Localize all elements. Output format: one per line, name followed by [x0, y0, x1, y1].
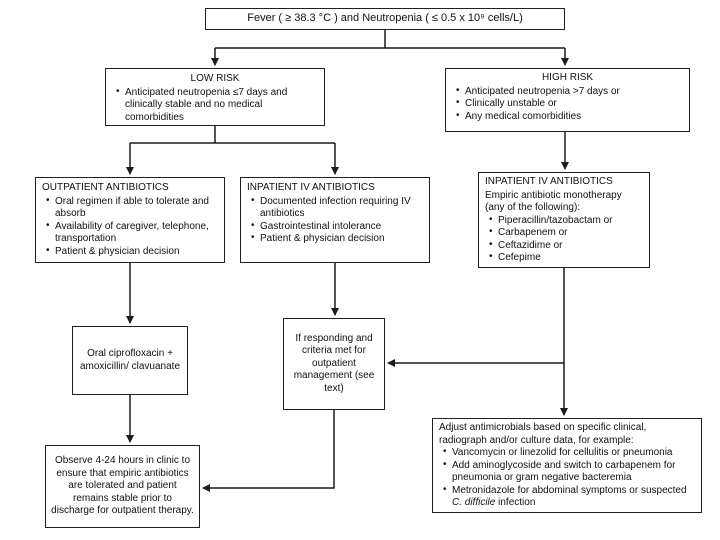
list-item: Ceftazidime or	[485, 239, 643, 253]
observe-clinic-box: Observe 4-24 hours in clinic to ensure t…	[45, 445, 200, 528]
inpatient-mid-title: INPATIENT IV ANTIBIOTICS	[247, 182, 375, 193]
high-risk-bullets: Anticipated neutropenia >7 days or Clini…	[452, 85, 683, 124]
low-risk-bullets: Anticipated neutropenia ≤7 days and clin…	[112, 86, 318, 125]
adjust-intro: Adjust antimicrobials based on specific …	[439, 422, 647, 446]
list-item: Cefepime	[485, 251, 643, 265]
list-item: Metronidazole for abdominal symptoms or …	[439, 484, 695, 510]
high-risk-box: HIGH RISK Anticipated neutropenia >7 day…	[445, 68, 690, 132]
inpatient-right-subtitle: Empiric antibiotic monotherapy (any of t…	[485, 189, 622, 214]
low-risk-box: LOW RISK Anticipated neutropenia ≤7 days…	[105, 68, 325, 126]
list-item: Vancomycin or linezolid for cellulitis o…	[439, 446, 695, 460]
adjust-antimicrobials-box: Adjust antimicrobials based on specific …	[432, 418, 702, 513]
if-responding-text: If responding and criteria met for outpa…	[293, 332, 375, 394]
list-item: Availability of caregiver, telephone, tr…	[42, 220, 218, 246]
list-item: Any medical comorbidities	[452, 110, 683, 124]
inpatient-iv-monotherapy-box: INPATIENT IV ANTIBIOTICS Empiric antibio…	[478, 172, 650, 268]
fever-neutropenia-text: Fever ( ≥ 38.3 °C ) and Neutropenia ( ≤ …	[247, 12, 523, 25]
low-risk-title: LOW RISK	[190, 73, 240, 84]
if-responding-box: If responding and criteria met for outpa…	[283, 318, 385, 410]
list-item: Documented infection requiring IV antibi…	[247, 195, 423, 221]
adjust-bullet3-suffix: infection	[495, 497, 536, 508]
list-item: Piperacillin/tazobactam or	[485, 214, 643, 228]
inpatient-right-title: INPATIENT IV ANTIBIOTICS	[485, 176, 613, 187]
outpatient-title: OUTPATIENT ANTIBIOTICS	[42, 182, 169, 193]
inpatient-iv-antibiotics-box: INPATIENT IV ANTIBIOTICS Documented infe…	[240, 177, 430, 263]
high-risk-title: HIGH RISK	[541, 72, 594, 83]
list-item: Patient & physician decision	[42, 245, 218, 259]
list-item: Gastrointestinal intolerance	[247, 220, 423, 234]
list-item: Add aminoglycoside and switch to carbape…	[439, 459, 695, 485]
inpatient-mid-bullets: Documented infection requiring IV antibi…	[247, 195, 423, 246]
list-item: Carbapenem or	[485, 226, 643, 240]
adjust-bullet3-italic: C. difficile	[452, 497, 496, 508]
oral-ciprofloxacin-text: Oral ciprofloxacin + amoxicillin/ clavua…	[79, 348, 181, 372]
observe-clinic-text: Observe 4-24 hours in clinic to ensure t…	[51, 455, 194, 517]
list-item: Anticipated neutropenia ≤7 days and clin…	[112, 86, 318, 125]
list-item: Oral regimen if able to tolerate and abs…	[42, 195, 218, 221]
adjust-bullets: Vancomycin or linezolid for cellulitis o…	[439, 446, 695, 510]
list-item: Anticipated neutropenia >7 days or	[452, 85, 683, 99]
adjust-bullet3-prefix: Metronidazole for abdominal symptoms or …	[452, 484, 687, 496]
list-item: Patient & physician decision	[247, 232, 423, 246]
inpatient-right-bullets: Piperacillin/tazobactam or Carbapenem or…	[485, 214, 643, 265]
outpatient-bullets: Oral regimen if able to tolerate and abs…	[42, 195, 218, 259]
list-item: Clinically unstable or	[452, 97, 683, 111]
oral-ciprofloxacin-box: Oral ciprofloxacin + amoxicillin/ clavua…	[72, 326, 188, 395]
fever-neutropenia-box: Fever ( ≥ 38.3 °C ) and Neutropenia ( ≤ …	[205, 8, 565, 30]
outpatient-antibiotics-box: OUTPATIENT ANTIBIOTICS Oral regimen if a…	[35, 177, 225, 263]
